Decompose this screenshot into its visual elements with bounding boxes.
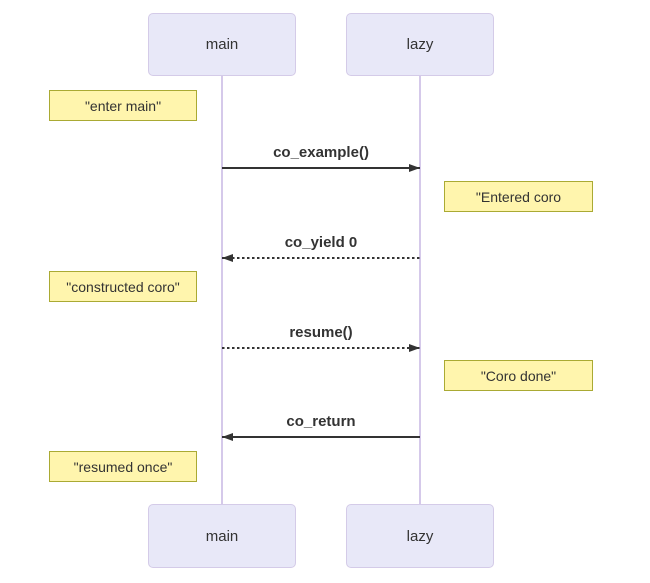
note-enter-main-label: "enter main" [84, 97, 162, 114]
message-line-co-example [222, 167, 420, 169]
note-entered-coro-label: "Entered coro [475, 188, 562, 205]
note-coro-done: "Coro done" [444, 360, 593, 391]
participant-main-bottom: main [148, 504, 296, 568]
lifeline-main [221, 76, 223, 504]
arrowhead-left-icon [222, 253, 233, 262]
note-resumed-once: "resumed once" [49, 451, 197, 482]
message-label-co-example: co_example() [273, 144, 369, 161]
participant-main-bottom-label: main [205, 527, 239, 545]
participant-lazy-bottom-label: lazy [406, 527, 434, 545]
message-label-resume: resume() [289, 324, 353, 341]
note-enter-main: "enter main" [49, 90, 197, 121]
message-label-co-yield: co_yield 0 [284, 234, 358, 251]
message-label-co-return: co_return [286, 413, 356, 430]
participant-main-top-label: main [205, 36, 239, 53]
participant-lazy-top-label: lazy [406, 36, 434, 53]
lifeline-lazy [419, 76, 421, 504]
message-line-resume [222, 347, 420, 349]
participant-lazy-top: lazy [346, 13, 494, 76]
participant-lazy-bottom: lazy [346, 504, 494, 568]
message-line-co-yield [222, 257, 420, 259]
note-constructed-coro: "constructed coro" [49, 271, 197, 302]
arrowhead-right-icon [409, 343, 420, 352]
arrowhead-right-icon [409, 163, 420, 172]
arrowhead-left-icon [222, 432, 233, 441]
note-entered-coro: "Entered coro [444, 181, 593, 212]
note-coro-done-label: "Coro done" [480, 367, 557, 384]
participant-main-top: main [148, 13, 296, 76]
note-constructed-coro-label: "constructed coro" [66, 278, 180, 295]
note-resumed-once-label: "resumed once" [73, 458, 173, 475]
message-line-co-return [222, 436, 420, 438]
